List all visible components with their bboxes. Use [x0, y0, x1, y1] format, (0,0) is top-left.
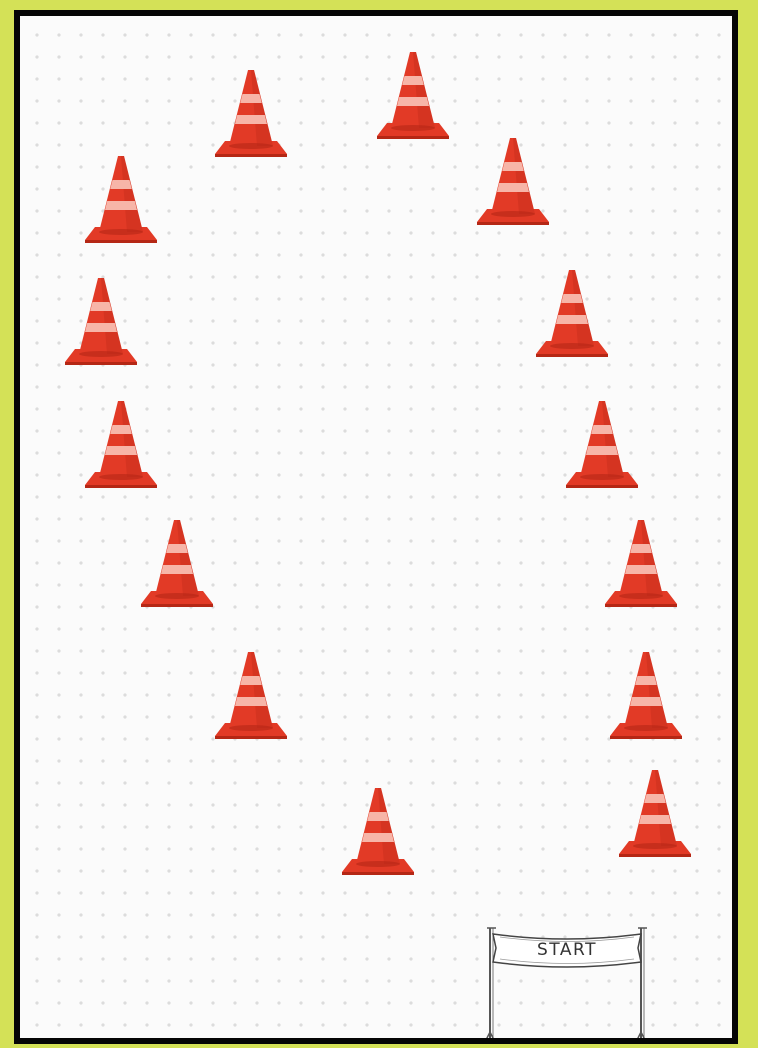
traffic-cone[interactable]	[213, 650, 289, 740]
traffic-cone-icon	[564, 399, 640, 489]
traffic-cone[interactable]	[608, 650, 684, 740]
traffic-cone-icon	[83, 399, 159, 489]
traffic-cone-icon	[617, 768, 693, 858]
traffic-cone-icon	[608, 650, 684, 740]
traffic-cone[interactable]	[617, 768, 693, 858]
traffic-cone[interactable]	[534, 268, 610, 358]
start-label: START	[506, 938, 628, 962]
traffic-cone[interactable]	[63, 276, 139, 366]
game-board[interactable]: START	[14, 10, 738, 1044]
traffic-cone-icon	[375, 50, 451, 140]
traffic-cone[interactable]	[375, 50, 451, 140]
traffic-cone-icon	[213, 68, 289, 158]
traffic-cone[interactable]	[475, 136, 551, 226]
traffic-cone-icon	[340, 786, 416, 876]
traffic-cone[interactable]	[83, 154, 159, 244]
traffic-cone[interactable]	[340, 786, 416, 876]
traffic-cone[interactable]	[213, 68, 289, 158]
traffic-cone[interactable]	[603, 518, 679, 608]
start-banner: START	[482, 922, 652, 1044]
traffic-cone-icon	[139, 518, 215, 608]
traffic-cone-icon	[213, 650, 289, 740]
traffic-cone-icon	[475, 136, 551, 226]
traffic-cone[interactable]	[139, 518, 215, 608]
traffic-cone[interactable]	[564, 399, 640, 489]
traffic-cone-icon	[603, 518, 679, 608]
traffic-cone[interactable]	[83, 399, 159, 489]
traffic-cone-icon	[83, 154, 159, 244]
traffic-cone-icon	[63, 276, 139, 366]
traffic-cone-icon	[534, 268, 610, 358]
